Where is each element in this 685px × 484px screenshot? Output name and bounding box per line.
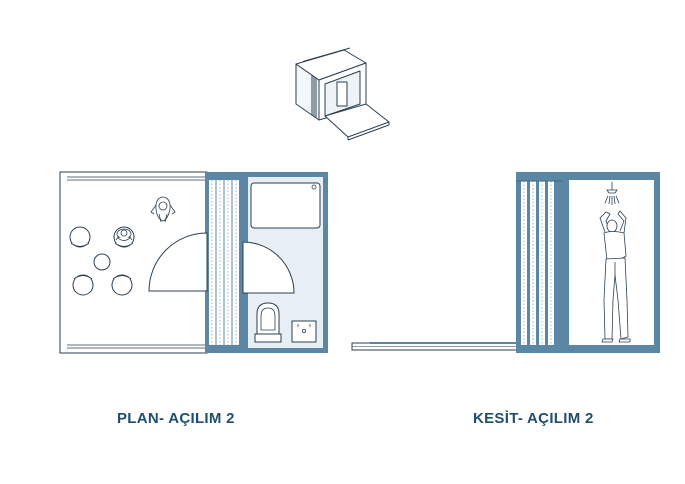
plan-caption: PLAN- AÇILIM 2 (117, 410, 235, 427)
axo-door (336, 81, 348, 107)
standing-person-figure (150, 196, 176, 223)
axonometric-view (295, 47, 390, 141)
shower-tray (250, 182, 321, 229)
section-caption: KESİT- AÇILIM 2 (473, 410, 594, 427)
sink (291, 320, 317, 343)
seated-person-figure (115, 228, 133, 241)
plan-folding-walls (205, 172, 243, 353)
plan-door-swings (148, 232, 295, 294)
section-folding-walls (516, 172, 562, 353)
section-view (351, 172, 660, 353)
chair-bottom-left (72, 274, 94, 296)
toilet-tank (254, 333, 282, 343)
shower-head-icon (604, 182, 620, 205)
section-bathroom (562, 172, 660, 353)
chair-bottom-right (111, 274, 133, 296)
bathroom-door-swing (242, 241, 295, 294)
section-deck (351, 342, 519, 351)
chair-top-left (69, 226, 91, 248)
showering-person-figure (599, 210, 631, 343)
plan-deck-railings (67, 176, 205, 349)
side-table (93, 253, 111, 271)
exterior-door-swing (148, 232, 208, 292)
plan-view (59, 171, 328, 354)
